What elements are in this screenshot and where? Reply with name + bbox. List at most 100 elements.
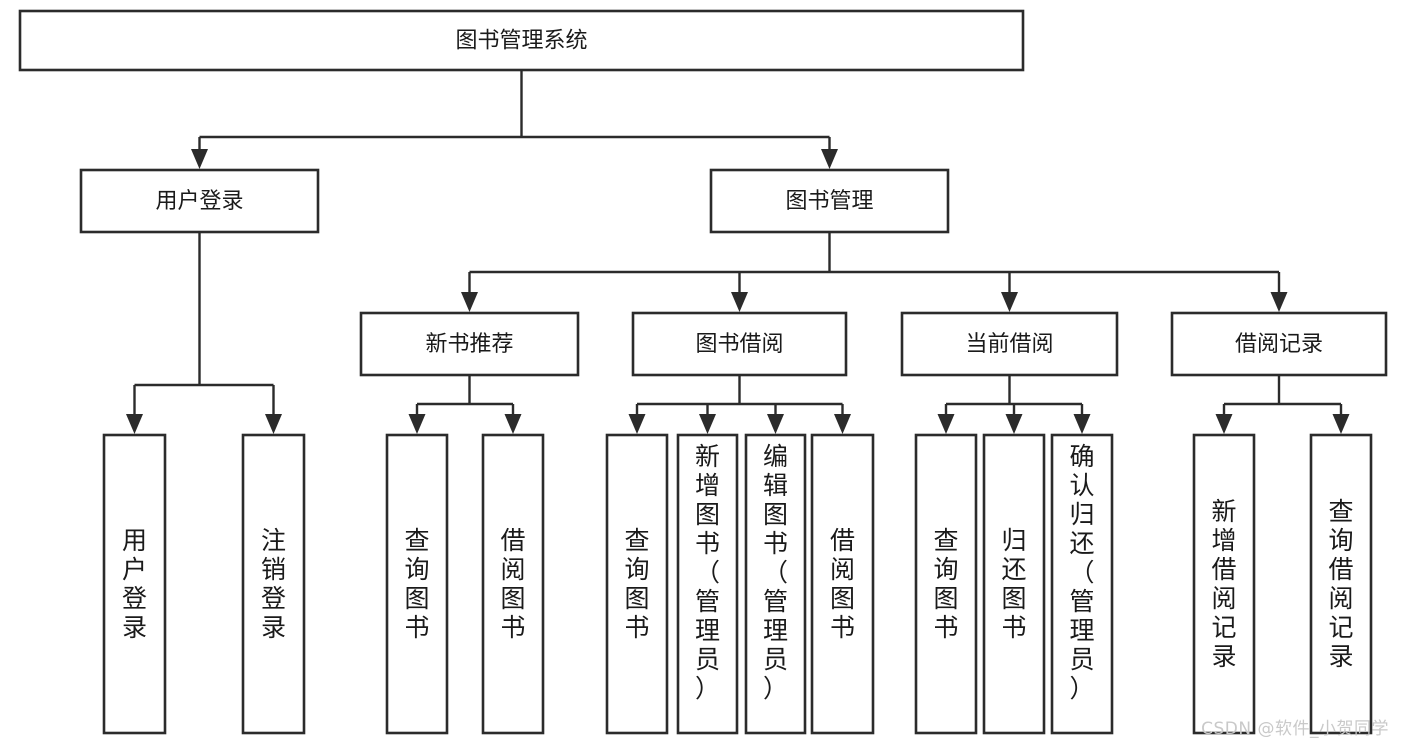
node-label-char: 图 bbox=[404, 584, 429, 613]
node-borrow-record[interactable]: 借阅记录 bbox=[1170, 311, 1388, 377]
node-current-borrow[interactable]: 当前借阅 bbox=[900, 311, 1119, 377]
node-label-char: 图 bbox=[695, 500, 720, 529]
node-label-char: 询 bbox=[933, 555, 958, 584]
node-book-management[interactable]: 图书管理 bbox=[709, 168, 950, 234]
node-label-char: 借 bbox=[1211, 555, 1236, 584]
node-label-char: 新 bbox=[1211, 497, 1236, 526]
node-label-char: 编 bbox=[763, 442, 788, 471]
node-label-char: 借 bbox=[1328, 555, 1353, 584]
arrow-head-icon bbox=[408, 414, 426, 434]
node-label-char: 书 bbox=[830, 613, 855, 642]
node-box bbox=[709, 168, 950, 234]
node-label-char: 确 bbox=[1069, 442, 1094, 471]
arrow-head-icon bbox=[504, 414, 522, 434]
node-label-char: （ bbox=[695, 558, 720, 587]
node-box bbox=[810, 433, 875, 735]
node-label-char: 阅 bbox=[1211, 584, 1236, 613]
node-label-char: 图 bbox=[933, 584, 958, 613]
node-label-char: 录 bbox=[122, 613, 147, 642]
node-root-root[interactable]: 图书管理系统 bbox=[18, 9, 1025, 72]
node-box bbox=[1192, 433, 1256, 735]
node-label-char: （ bbox=[763, 558, 788, 587]
node-user-login[interactable]: 用户登录 bbox=[79, 168, 320, 234]
node-label-char: 图 bbox=[1001, 584, 1026, 613]
arrow-head-icon bbox=[821, 149, 838, 169]
node-label-char: 理 bbox=[695, 616, 720, 645]
node-box bbox=[241, 433, 306, 735]
node-label-char: 查 bbox=[404, 526, 429, 555]
node-label: 用户登录 bbox=[155, 189, 243, 214]
node-label-char: 录 bbox=[1211, 642, 1236, 671]
node-label: 图书借阅 bbox=[695, 332, 783, 357]
node-box bbox=[605, 433, 669, 735]
node-label-char: 查 bbox=[1328, 497, 1353, 526]
arrow-head-icon bbox=[937, 414, 955, 434]
node-new-book-recommend[interactable]: 新书推荐 bbox=[359, 311, 580, 377]
node-label: 图书管理 bbox=[785, 189, 873, 214]
node-label-char: 认 bbox=[1069, 471, 1094, 500]
node-label-char: 增 bbox=[1211, 526, 1236, 555]
node-label-char: 询 bbox=[1328, 526, 1353, 555]
node-box bbox=[1170, 311, 1388, 377]
node-label-char: 增 bbox=[695, 471, 720, 500]
node-label-char: 借 bbox=[830, 526, 855, 555]
node-label-char: 登 bbox=[122, 584, 147, 613]
node-label-char: 员 bbox=[1069, 645, 1094, 674]
arrow-head-icon bbox=[461, 292, 478, 312]
node-label-char: 询 bbox=[404, 555, 429, 584]
nodes-layer: 图书管理系统用户登录图书管理新书推荐图书借阅当前借阅借阅记录用户登录注销登录查询… bbox=[18, 9, 1388, 735]
arrow-head-icon bbox=[1001, 292, 1018, 312]
node-box bbox=[18, 9, 1025, 72]
node-label-char: 阅 bbox=[500, 555, 525, 584]
node-label-char: 录 bbox=[261, 613, 286, 642]
arrow-head-icon bbox=[767, 414, 784, 434]
node-label-char: 员 bbox=[763, 645, 788, 674]
node-label-char: 记 bbox=[1328, 613, 1353, 642]
node-label-char: 图 bbox=[500, 584, 525, 613]
node-box bbox=[79, 168, 320, 234]
node-label-char: 管 bbox=[1069, 587, 1094, 616]
node-book-borrow[interactable]: 图书借阅 bbox=[631, 311, 848, 377]
arrow-head-icon bbox=[1005, 414, 1023, 434]
arrow-head-icon bbox=[1073, 414, 1091, 434]
node-label-char: 图 bbox=[763, 500, 788, 529]
node-label-char: 理 bbox=[1069, 616, 1094, 645]
arrow-head-icon bbox=[1332, 414, 1350, 434]
node-label-char: 书 bbox=[1001, 613, 1026, 642]
node-label-char: 书 bbox=[933, 613, 958, 642]
node-label-char: ） bbox=[1069, 674, 1094, 703]
arrow-head-icon bbox=[191, 149, 208, 169]
node-box bbox=[1309, 433, 1373, 735]
node-box bbox=[676, 433, 739, 735]
edges-layer bbox=[126, 70, 1350, 434]
node-label-char: 借 bbox=[500, 526, 525, 555]
node-label-char: 图 bbox=[624, 584, 649, 613]
node-leaf-user-login[interactable]: 用户登录 bbox=[102, 433, 167, 735]
node-label-char: 录 bbox=[1328, 642, 1353, 671]
node-box bbox=[1050, 433, 1114, 735]
node-label-char: 书 bbox=[404, 613, 429, 642]
node-box bbox=[631, 311, 848, 377]
node-label-char: 员 bbox=[695, 645, 720, 674]
node-box bbox=[914, 433, 978, 735]
node-label: 借阅记录 bbox=[1235, 332, 1323, 357]
node-label-char: 归 bbox=[1001, 526, 1026, 555]
arrow-head-icon bbox=[1215, 414, 1233, 434]
node-label-char: 查 bbox=[933, 526, 958, 555]
node-label-char: 户 bbox=[122, 555, 147, 584]
node-label-char: 书 bbox=[695, 529, 720, 558]
